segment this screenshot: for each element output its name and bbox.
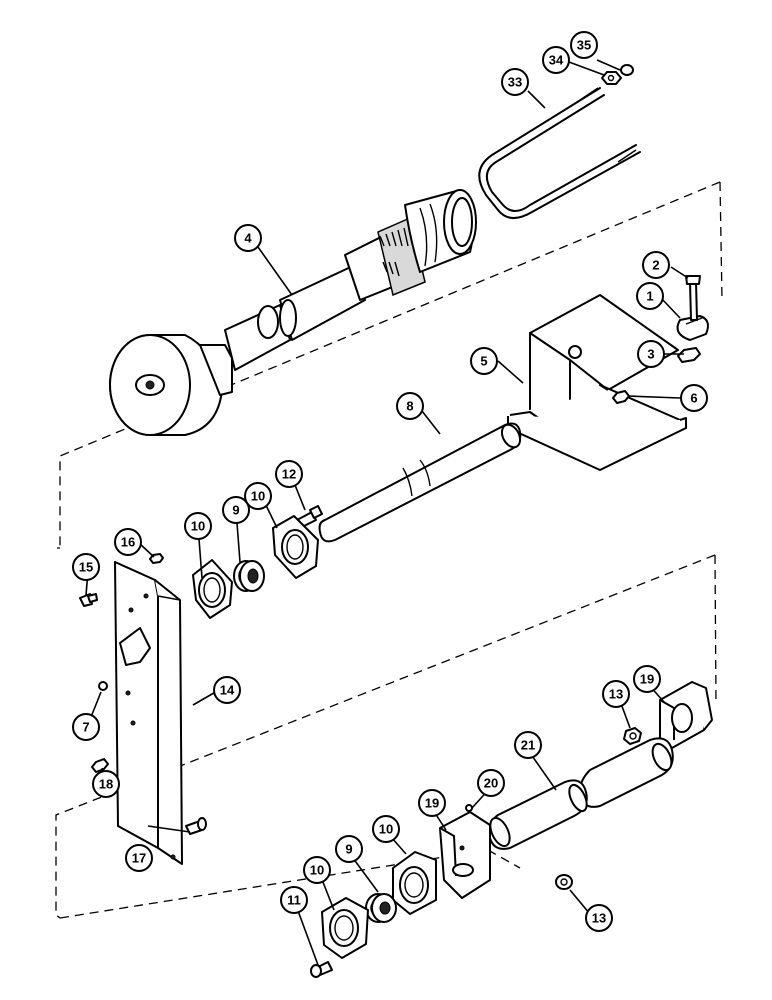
- callout-2-label: 2: [652, 258, 659, 273]
- washer-18: [91, 758, 109, 773]
- callout-10-lower-right: 10: [372, 815, 400, 843]
- nut-13-upper: [623, 727, 642, 745]
- callout-11-label: 11: [287, 893, 301, 908]
- shield-5: [507, 294, 687, 471]
- callout-1: 1: [636, 282, 664, 310]
- callout-18-label: 18: [99, 777, 113, 792]
- bolt-15: [79, 593, 98, 607]
- nut-7: [98, 681, 108, 691]
- callout-2: 2: [642, 251, 670, 279]
- callout-14-label: 14: [220, 683, 235, 698]
- callout-3: 3: [637, 340, 665, 368]
- nut-3: [677, 347, 701, 363]
- callout-35: 35: [570, 31, 598, 59]
- callout-17: 17: [125, 844, 153, 872]
- callout-15: 15: [72, 553, 100, 581]
- bolt-17: [185, 817, 207, 835]
- callout-4: 4: [234, 224, 262, 252]
- callout-18: 18: [92, 770, 120, 798]
- bracket-19-right: [659, 681, 713, 749]
- callout-10-lower-right-label: 10: [379, 822, 393, 837]
- plate-14: [114, 561, 183, 865]
- callout-10-lower-left: 10: [303, 856, 331, 884]
- flange-10-upper-right: [272, 515, 319, 579]
- callout-7-label: 7: [82, 720, 89, 735]
- bracket-19-left: [439, 811, 491, 899]
- callout-20: 20: [477, 769, 505, 797]
- nut-34: [601, 71, 622, 85]
- callout-19-right-label: 19: [640, 672, 654, 687]
- callout-13-upper: 13: [602, 680, 630, 708]
- nut-13-lower: [555, 874, 573, 890]
- callout-10-upper-right-label: 10: [251, 489, 265, 504]
- callout-4-label: 4: [244, 231, 252, 246]
- callout-20-label: 20: [484, 776, 498, 791]
- callout-8: 8: [396, 392, 424, 420]
- upper-group-boundary: [57, 181, 723, 549]
- callout-13-upper-label: 13: [609, 687, 623, 702]
- callout-11: 11: [280, 886, 308, 914]
- callout-21-label: 21: [521, 738, 535, 753]
- flange-10-lower-left: [321, 897, 369, 959]
- callout-13-lower-label: 13: [592, 911, 606, 926]
- callout-10-upper-left: 10: [184, 512, 212, 540]
- washer-35: [620, 64, 634, 76]
- callout-8-label: 8: [406, 399, 413, 414]
- callout-34: 34: [542, 46, 570, 74]
- callout-33: 33: [501, 68, 529, 96]
- callout-35-label: 35: [577, 38, 591, 53]
- callout-3-label: 3: [647, 347, 654, 362]
- callout-12: 12: [275, 460, 303, 488]
- callout-5-label: 5: [480, 354, 487, 369]
- callout-9-lower-label: 9: [345, 842, 352, 857]
- callout-1-label: 1: [646, 289, 653, 304]
- callout-16: 16: [114, 528, 142, 556]
- callout-6-label: 6: [690, 391, 697, 406]
- shaft-8: [318, 422, 522, 543]
- callout-14: 14: [213, 676, 241, 704]
- callout-19-left: 19: [418, 789, 446, 817]
- callout-7: 7: [72, 713, 100, 741]
- callout-10-upper-left-label: 10: [191, 519, 205, 534]
- callout-16-label: 16: [121, 535, 135, 550]
- bolt-11: [310, 961, 333, 978]
- callout-13-lower: 13: [585, 904, 613, 932]
- lower-group-boundary: [55, 554, 717, 919]
- callout-12-label: 12: [282, 467, 296, 482]
- bolt-2: [685, 275, 701, 321]
- callout-21: 21: [514, 731, 542, 759]
- bolt-20: [465, 804, 473, 812]
- callout-5: 5: [470, 347, 498, 375]
- u-bolt: [478, 87, 641, 219]
- callout-10-upper-right: 10: [244, 482, 272, 510]
- flange-10-lower-right: [392, 851, 437, 915]
- pto-driveshaft: [109, 189, 477, 436]
- tube-21: [488, 737, 674, 850]
- callout-33-label: 33: [508, 75, 522, 90]
- flange-10-upper-left: [192, 559, 233, 619]
- callout-6: 6: [680, 384, 708, 412]
- callout-9-lower: 9: [335, 835, 363, 863]
- nut-6: [612, 390, 630, 404]
- callout-19-left-label: 19: [425, 796, 439, 811]
- callout-19-right: 19: [633, 665, 661, 693]
- callout-34-label: 34: [549, 53, 564, 68]
- callout-9-upper-label: 9: [232, 503, 239, 518]
- callout-17-label: 17: [132, 851, 146, 866]
- bearing-9-lower: [365, 893, 397, 923]
- callout-10-lower-left-label: 10: [310, 863, 324, 878]
- callout-9-upper: 9: [222, 496, 250, 524]
- callout-15-label: 15: [79, 560, 93, 575]
- bearing-9-upper: [233, 560, 265, 592]
